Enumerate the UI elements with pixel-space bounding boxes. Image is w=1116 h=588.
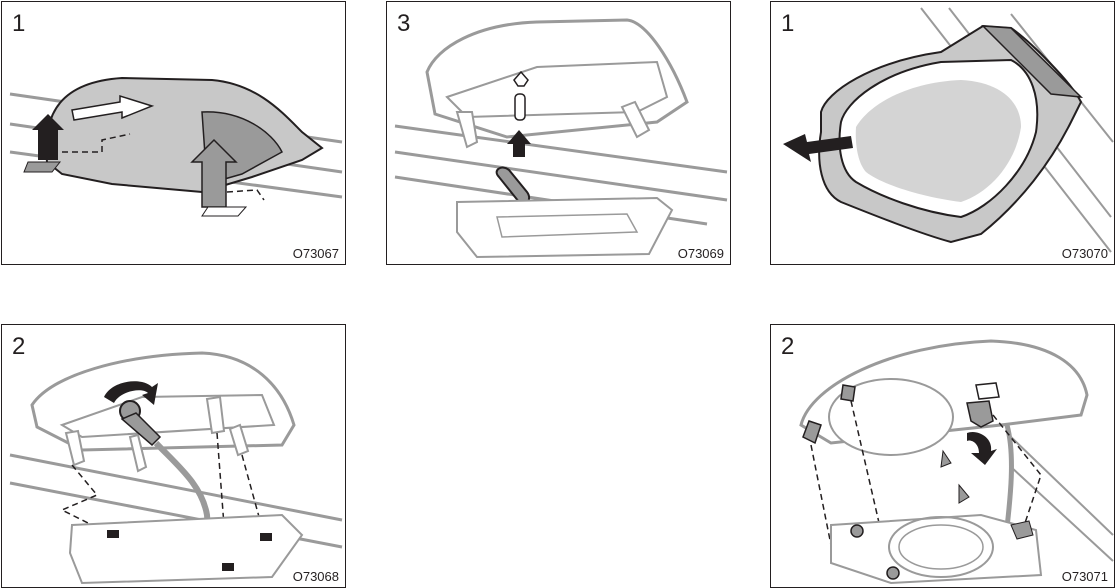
figure-code: O73071 [1062, 569, 1108, 584]
illustration-panel-lamp-lens: 1 O73070 [770, 1, 1115, 265]
illustration-panel-lens-removal: 1 O73067 [1, 1, 346, 265]
step-number: 1 [12, 10, 25, 38]
figure-code: O73070 [1062, 246, 1108, 261]
bulb-replacement-illustration [387, 2, 731, 265]
figure-code: O73069 [678, 246, 724, 261]
lens-removal-illustration [2, 2, 346, 265]
illustration-panel-socket-removal: 2 O73068 [1, 324, 346, 588]
lamp-lens-illustration [771, 2, 1115, 265]
illustration-panel-bulb-replacement: 3 O73069 [386, 1, 731, 265]
figure-code: O73068 [293, 569, 339, 584]
step-number: 3 [397, 10, 410, 38]
step-number: 2 [12, 333, 25, 361]
step-number: 2 [781, 333, 794, 361]
lamp-housing-illustration [771, 325, 1115, 588]
illustration-panel-lamp-housing: 2 O73071 [770, 324, 1115, 588]
step-number: 1 [781, 10, 794, 38]
figure-code: O73067 [293, 246, 339, 261]
socket-removal-illustration [2, 325, 346, 588]
